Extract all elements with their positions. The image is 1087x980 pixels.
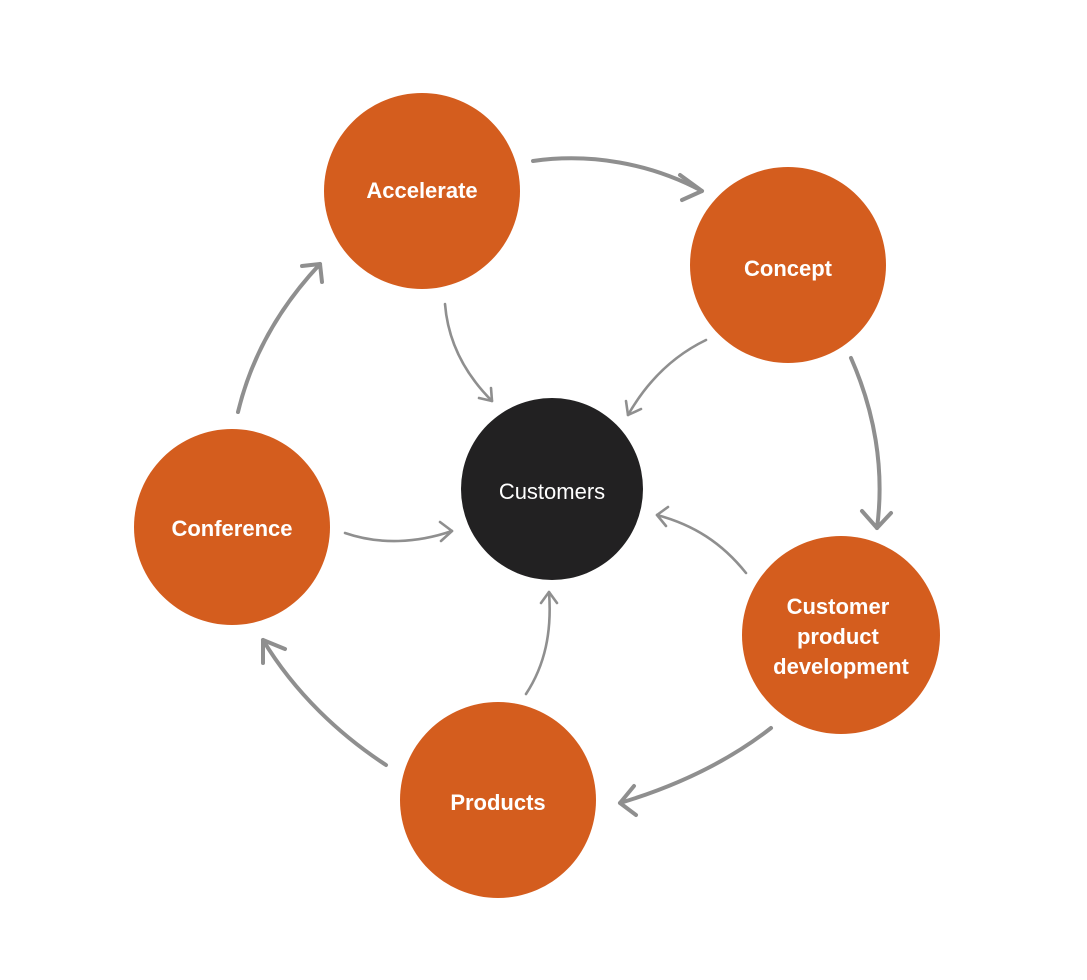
arrow-products-to-customers — [524, 590, 559, 696]
arrow-conference-to-customers — [343, 520, 454, 543]
node-products-label-line-1: Products — [450, 790, 545, 815]
arrow-concept-to-customers — [624, 338, 708, 417]
node-conference-label: Conference — [171, 516, 292, 541]
node-customer-product-development-label-line-1: Customer — [787, 594, 890, 619]
arrow-concept-to-customer-product-development — [849, 356, 893, 530]
arrow-conference-to-accelerate — [236, 262, 324, 414]
center-node-customers: Customers — [461, 398, 643, 580]
cycle-arrows — [236, 156, 893, 817]
node-customer-product-development-label: Customer product development — [773, 594, 909, 679]
arrow-customer-product-development-to-products — [618, 726, 773, 817]
arrow-accelerate-to-concept — [531, 156, 704, 202]
node-concept: Concept — [690, 167, 886, 363]
center-arrows — [343, 302, 748, 696]
arrow-customer-product-development-to-customers — [655, 505, 748, 575]
node-accelerate-label: Accelerate — [366, 178, 477, 203]
arrow-accelerate-to-customers — [443, 302, 494, 403]
node-concept-label: Concept — [744, 256, 833, 281]
node-customer-product-development: Customer product development — [742, 536, 940, 734]
node-customer-product-development-label-line-2: product — [797, 624, 880, 649]
node-concept-label-line-1: Concept — [744, 256, 833, 281]
arrow-products-to-conference — [261, 638, 388, 767]
node-conference: Conference — [134, 429, 330, 625]
center-node-label: Customers — [499, 479, 605, 504]
node-products: Products — [400, 702, 596, 898]
node-products-label: Products — [450, 790, 545, 815]
node-customer-product-development-label-line-3: development — [773, 654, 909, 679]
node-accelerate-label-line-1: Accelerate — [366, 178, 477, 203]
node-accelerate: Accelerate — [324, 93, 520, 289]
node-conference-label-line-1: Conference — [171, 516, 292, 541]
